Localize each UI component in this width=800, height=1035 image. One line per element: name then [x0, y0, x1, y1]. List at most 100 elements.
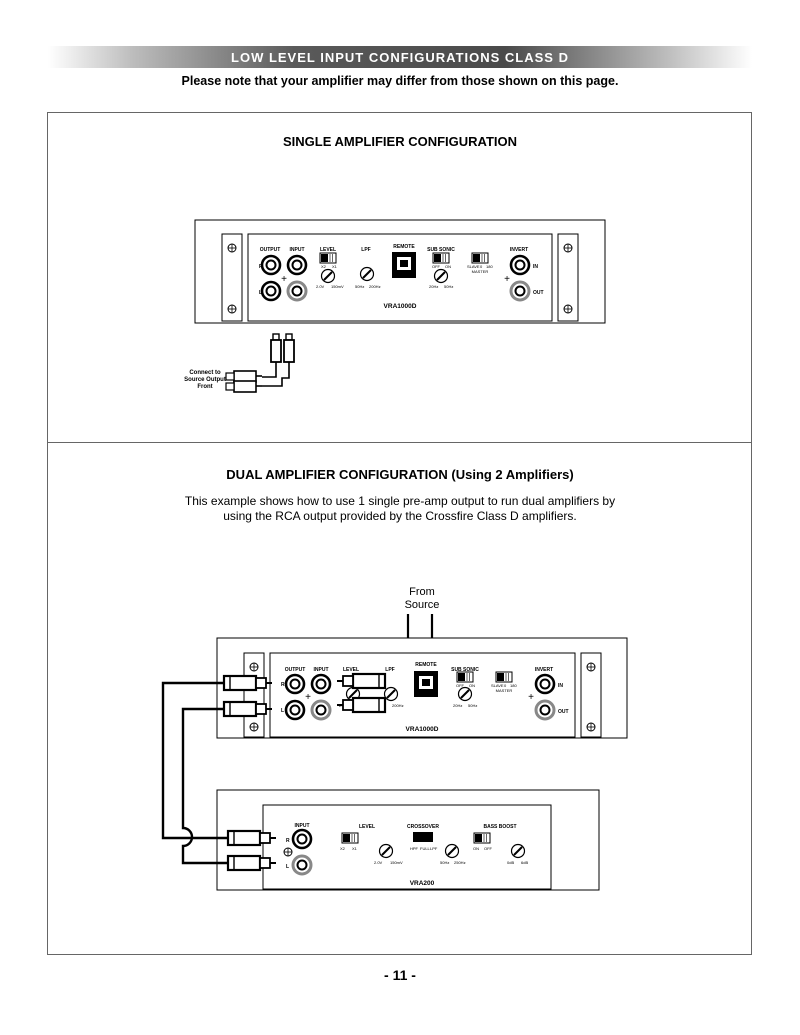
page-number: - 11 - [384, 967, 416, 983]
svg-text:LPF: LPF [361, 247, 370, 253]
svg-text:+: + [305, 692, 311, 703]
svg-text:+: + [528, 692, 534, 703]
svg-text:REMOTE: REMOTE [415, 662, 437, 668]
dual-config-title: DUAL AMPLIFIER CONFIGURATION (Using 2 Am… [226, 467, 574, 482]
svg-text:ON: ON [469, 683, 475, 688]
svg-text:IN: IN [558, 683, 563, 689]
svg-text:2.0V: 2.0V [316, 284, 325, 289]
svg-text:INPUT: INPUT [295, 823, 310, 829]
svg-text:OUT: OUT [558, 709, 569, 715]
svg-text:BASS BOOST: BASS BOOST [483, 824, 516, 830]
svg-text:OUT: OUT [533, 290, 544, 296]
svg-text:MASTER: MASTER [496, 688, 513, 693]
dual-amp2-model: VRA200 [410, 880, 435, 887]
subsonic-pot [433, 268, 449, 284]
svg-text:OFF: OFF [484, 846, 493, 851]
output-label: OUTPUT [260, 247, 281, 253]
svg-text:LPF: LPF [430, 846, 438, 851]
svg-text:180: 180 [510, 683, 517, 688]
svg-text:L: L [286, 864, 289, 870]
svg-text:50Hz: 50Hz [355, 284, 364, 289]
svg-text:INPUT: INPUT [314, 667, 329, 673]
svg-text:L: L [281, 708, 284, 714]
svg-text:MASTER: MASTER [472, 269, 489, 274]
diagram-frame [47, 112, 752, 955]
svg-text:SLAVE: SLAVE [467, 264, 480, 269]
svg-text:L: L [259, 290, 262, 296]
svg-text:0: 0 [504, 683, 507, 688]
svg-text:6dB: 6dB [521, 860, 528, 865]
svg-text:INVERT: INVERT [510, 247, 528, 253]
svg-text:0dB: 0dB [507, 860, 514, 865]
svg-text:CROSSOVER: CROSSOVER [407, 824, 439, 830]
svg-text:HPF: HPF [410, 846, 419, 851]
svg-text:X2: X2 [321, 264, 327, 269]
single-amp-model: VRA1000D [384, 303, 417, 310]
svg-text:REMOTE: REMOTE [393, 244, 415, 250]
svg-text:50Hz: 50Hz [468, 703, 477, 708]
svg-text:2.0V: 2.0V [374, 860, 383, 865]
svg-text:FULL: FULL [420, 846, 431, 851]
slave-switch [471, 252, 489, 264]
description-line-1: This example shows how to use 1 single p… [184, 494, 616, 508]
svg-text:IN: IN [533, 264, 538, 270]
dual-config-description: This example shows how to use 1 single p… [0, 494, 800, 524]
svg-text:LEVEL: LEVEL [359, 824, 375, 830]
svg-text:180: 180 [486, 264, 493, 269]
svg-text:SUB SONIC: SUB SONIC [451, 667, 479, 673]
output-r-jack [260, 254, 282, 276]
svg-text:OFF: OFF [456, 683, 465, 688]
source-label: Source [405, 599, 440, 611]
svg-text:R: R [286, 838, 290, 844]
svg-text:0: 0 [480, 264, 483, 269]
svg-text:LEVEL: LEVEL [343, 667, 359, 673]
lpf-pot [359, 266, 375, 282]
svg-text:X1: X1 [352, 846, 358, 851]
svg-text:ON: ON [473, 846, 479, 851]
caption-line-2: Source Output [184, 377, 226, 383]
svg-text:LEVEL: LEVEL [320, 247, 336, 253]
svg-text:LPF: LPF [385, 667, 394, 673]
single-config-title: SINGLE AMPLIFIER CONFIGURATION [283, 134, 517, 149]
from-label: From [409, 586, 435, 598]
svg-text:SLAVE: SLAVE [491, 683, 504, 688]
invert-in-jack [509, 254, 531, 276]
svg-text:20Hz: 20Hz [429, 284, 438, 289]
svg-text:150mV: 150mV [331, 284, 344, 289]
input-l-jack [286, 280, 308, 302]
svg-text:OFF: OFF [432, 264, 441, 269]
level-pot [320, 268, 336, 284]
svg-text:50Hz: 50Hz [444, 284, 453, 289]
caption-line-1: Connect to [189, 370, 221, 376]
svg-text:R: R [281, 682, 285, 688]
svg-text:50Hz: 50Hz [440, 860, 449, 865]
invert-out-jack [509, 280, 531, 302]
level-switch [319, 252, 337, 264]
amplifier-note: Please note that your amplifier may diff… [181, 74, 619, 88]
svg-text:OUTPUT: OUTPUT [285, 667, 306, 673]
dual-amplifier-1: OUTPUT INPUT R L + LEVEL LPF 2.0V 200Hz … [216, 637, 628, 739]
section-divider [47, 442, 752, 443]
banner-title: LOW LEVEL INPUT CONFIGURATIONS CLASS D [231, 49, 569, 65]
input-r-jack [286, 254, 308, 276]
svg-text:250Hz: 250Hz [454, 860, 466, 865]
svg-text:X1: X1 [332, 264, 338, 269]
dual-amp1-model: VRA1000D [406, 726, 439, 733]
section-banner: LOW LEVEL INPUT CONFIGURATIONS CLASS D [48, 46, 752, 68]
svg-text:+: + [504, 274, 510, 285]
single-rca-cable [225, 333, 295, 393]
input-label: INPUT [290, 247, 305, 253]
subsonic-switch [432, 252, 450, 264]
svg-text:INVERT: INVERT [535, 667, 553, 673]
caption-line-3: Front [197, 384, 212, 390]
svg-text:X2: X2 [340, 846, 346, 851]
svg-text:200Hz: 200Hz [392, 703, 404, 708]
amp-link-cables [161, 681, 228, 865]
single-amplifier: OUTPUT INPUT R L + LEVEL X2 X1 2.0V 150m… [194, 219, 606, 324]
dual-amplifier-2: INPUT R L LEVEL X2 X1 2.0V 150mV CROSSOV… [216, 789, 600, 891]
svg-text:ON: ON [445, 264, 451, 269]
svg-text:+: + [281, 274, 287, 285]
description-line-2: using the RCA output provided by the Cro… [223, 509, 577, 523]
output-l-jack [260, 280, 282, 302]
